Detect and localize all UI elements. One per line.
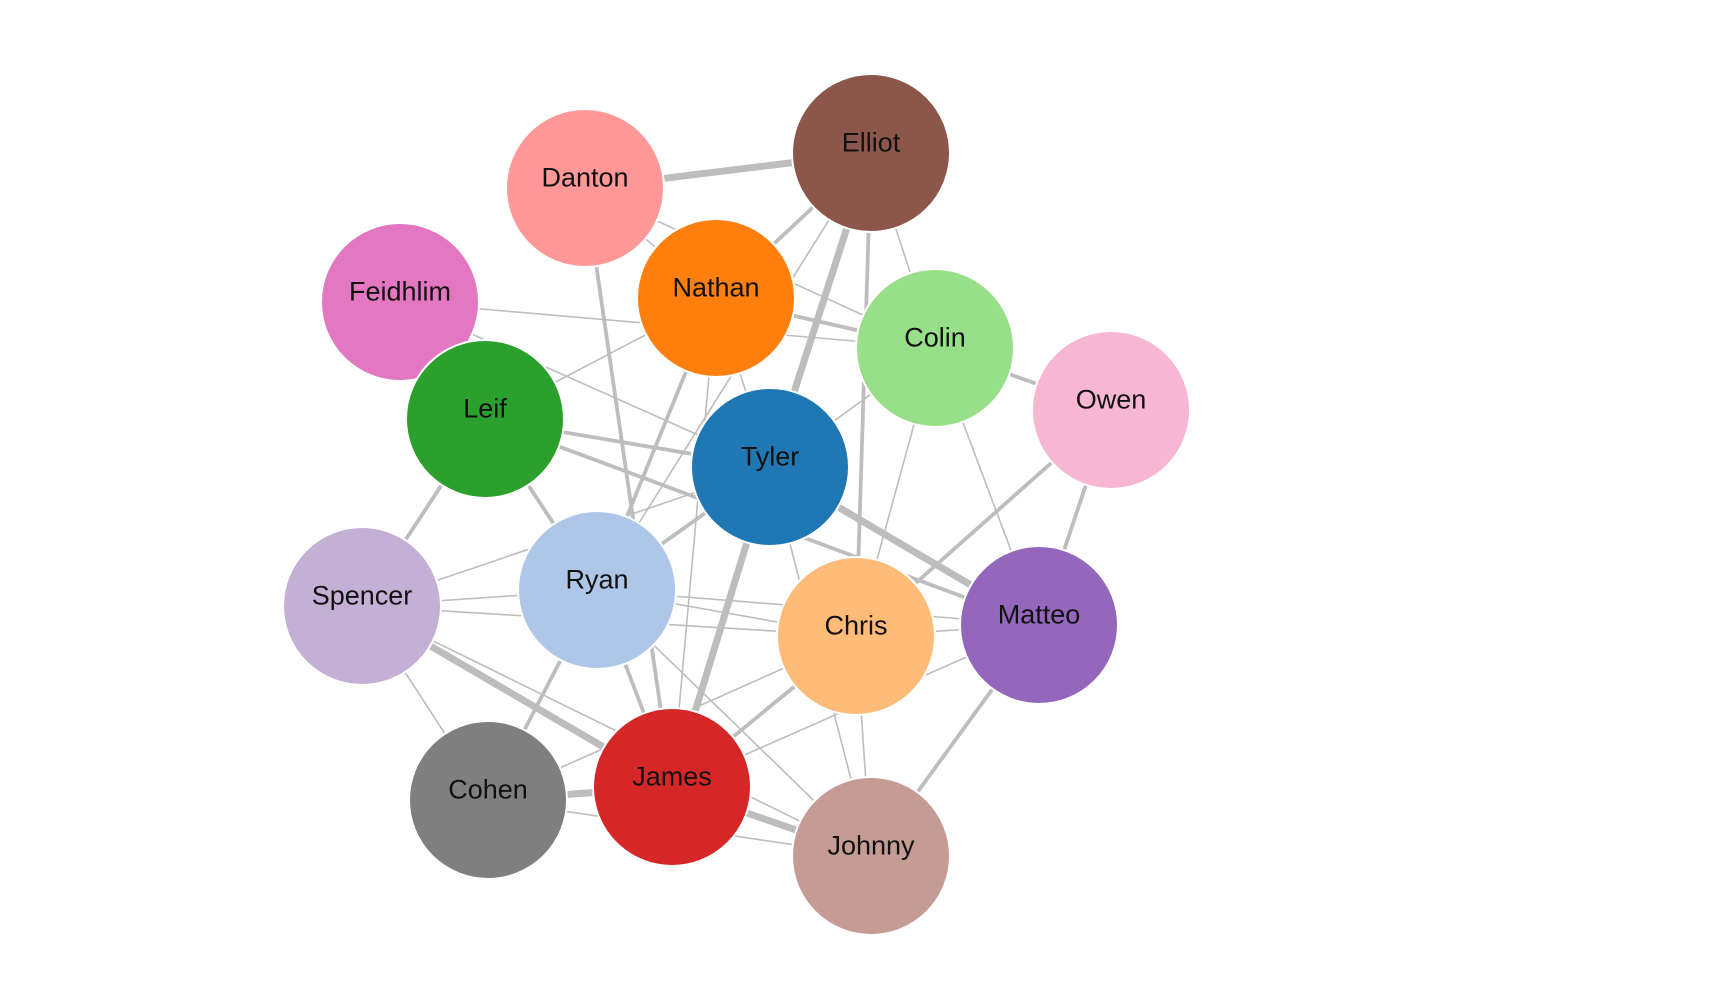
- edge-elliot-chris: [854, 152, 873, 637]
- edge-nathan-james: [671, 297, 717, 788]
- node-elliot[interactable]: Elliot: [791, 73, 951, 233]
- node-label: Elliot: [842, 128, 901, 158]
- node-circle[interactable]: [791, 73, 951, 233]
- node-label: Leif: [463, 394, 507, 424]
- node-leif[interactable]: Leif: [405, 339, 565, 499]
- node-circle[interactable]: [320, 222, 480, 382]
- node-circle[interactable]: [408, 720, 568, 880]
- node-label: Matteo: [998, 600, 1081, 630]
- node-circle[interactable]: [282, 526, 442, 686]
- node-circle[interactable]: [636, 218, 796, 378]
- node-circle[interactable]: [690, 387, 850, 547]
- node-james[interactable]: James: [592, 707, 752, 867]
- node-label: Ryan: [565, 565, 628, 595]
- node-chris[interactable]: Chris: [776, 556, 936, 716]
- node-danton[interactable]: Danton: [505, 108, 665, 268]
- node-label: Owen: [1076, 385, 1147, 415]
- node-circle[interactable]: [405, 339, 565, 499]
- node-matteo[interactable]: Matteo: [959, 545, 1119, 705]
- node-label: Danton: [541, 163, 628, 193]
- node-circle[interactable]: [855, 268, 1015, 428]
- node-ryan[interactable]: Ryan: [517, 510, 677, 670]
- node-circle[interactable]: [592, 707, 752, 867]
- node-label: Spencer: [312, 581, 413, 611]
- node-circle[interactable]: [517, 510, 677, 670]
- edge-danton-james: [583, 187, 674, 788]
- node-label: Tyler: [741, 442, 800, 472]
- node-label: James: [632, 762, 712, 792]
- node-label: Colin: [904, 323, 966, 353]
- node-spencer[interactable]: Spencer: [282, 526, 442, 686]
- node-label: Feidhlim: [349, 277, 451, 307]
- node-circle[interactable]: [505, 108, 665, 268]
- node-label: Nathan: [672, 273, 759, 303]
- node-circle[interactable]: [791, 776, 951, 936]
- node-circle[interactable]: [959, 545, 1119, 705]
- node-tyler[interactable]: Tyler: [690, 387, 850, 547]
- node-circle[interactable]: [776, 556, 936, 716]
- node-nathan[interactable]: Nathan: [636, 218, 796, 378]
- node-colin[interactable]: Colin: [855, 268, 1015, 428]
- node-owen[interactable]: Owen: [1031, 330, 1191, 490]
- node-feidhlim[interactable]: Feidhlim: [320, 222, 480, 382]
- node-label: Johnny: [827, 831, 915, 861]
- node-johnny[interactable]: Johnny: [791, 776, 951, 936]
- node-circle[interactable]: [1031, 330, 1191, 490]
- node-cohen[interactable]: Cohen: [408, 720, 568, 880]
- node-label: Chris: [824, 611, 887, 641]
- node-label: Cohen: [448, 775, 528, 805]
